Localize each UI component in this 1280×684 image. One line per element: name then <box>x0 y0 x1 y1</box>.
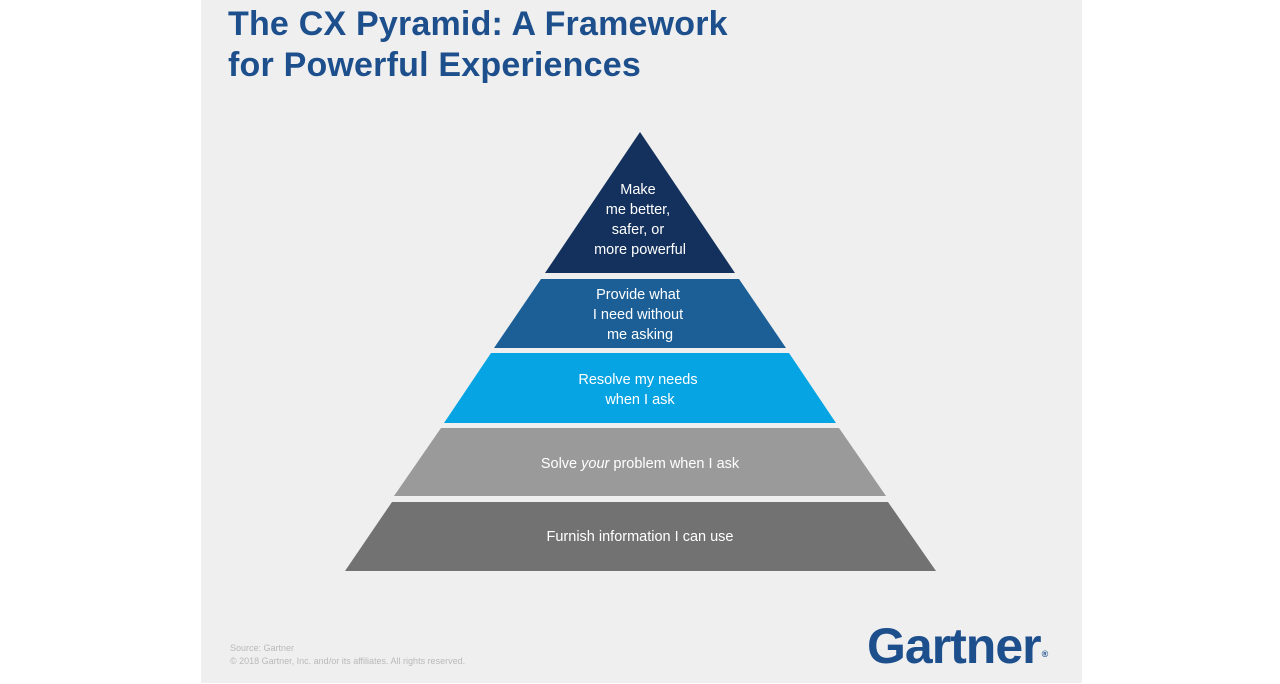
pyramid-tier-4-emphasis: your <box>580 456 610 472</box>
copyright-note: © 2018 Gartner, Inc. and/or its affiliat… <box>230 656 466 666</box>
footer: Source: Gartner © 2018 Gartner, Inc. and… <box>230 642 465 668</box>
pyramid-tier-1-label: Make me better, safer, or more powerful <box>594 182 686 258</box>
pyramid-tier-1: Make me better, safer, or more powerful <box>545 132 735 273</box>
pyramid-tier-3-label: Resolve my needs when I ask <box>578 372 701 408</box>
pyramid-tier-4-label: Solve your problem when I ask <box>541 456 740 472</box>
pyramid-tier-2-label: Provide what I need without me asking <box>593 287 687 343</box>
pyramid-tier-4-shape <box>394 428 886 496</box>
pyramid-tier-3: Resolve my needs when I ask <box>444 353 836 423</box>
gartner-logo: Gartner® <box>867 616 1048 684</box>
pyramid-tier-1-shape <box>545 132 735 273</box>
pyramid-tier-3-shape <box>444 353 836 423</box>
page-title: The CX Pyramid: A Framework for Powerful… <box>228 4 728 86</box>
pyramid-tier-5-label: Furnish information I can use <box>547 529 734 545</box>
pyramid-tier-5-shape <box>345 502 936 571</box>
pyramid-tier-4: Solve your problem when I ask <box>394 428 886 496</box>
pyramid-tier-5: Furnish information I can use <box>345 502 936 571</box>
gartner-logo-text: Gartner <box>867 618 1042 674</box>
cx-pyramid: Make me better, safer, or more powerful … <box>345 132 936 571</box>
title-line-2: for Powerful Experiences <box>228 46 641 84</box>
source-note: Source: Gartner <box>230 643 295 653</box>
slide: The CX Pyramid: A Framework for Powerful… <box>201 0 1082 683</box>
pyramid-tier-2: Provide what I need without me asking <box>494 279 786 348</box>
pyramid-tier-2-shape <box>494 279 786 348</box>
title-line-1: The CX Pyramid: A Framework <box>228 5 728 43</box>
registered-mark: ® <box>1041 649 1049 659</box>
